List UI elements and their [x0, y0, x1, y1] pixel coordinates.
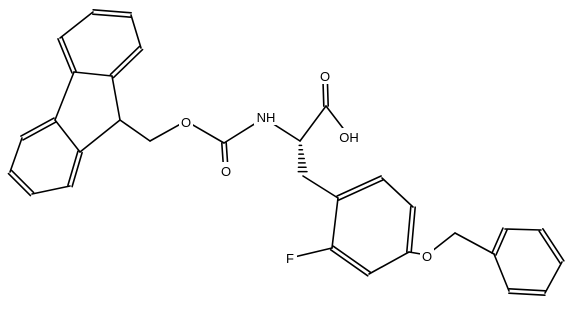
double-bond [508, 292, 546, 296]
double-bond [338, 179, 384, 201]
single-bond [331, 197, 339, 249]
single-bond [31, 185, 71, 195]
double-bond [332, 245, 372, 273]
atom-o-ether: O [420, 248, 434, 264]
single-bond [130, 14, 142, 49]
single-bond [381, 177, 414, 208]
double-bond [538, 230, 561, 265]
double-bond [71, 151, 83, 188]
double-bond [410, 206, 416, 253]
atom-o-carbonyl: O [219, 162, 233, 179]
double-bond [406, 206, 412, 253]
stereo-wedges [297, 144, 308, 173]
single-bond [73, 71, 113, 77]
atom-labels: O O NH OH O F O [179, 68, 434, 266]
double-bond [67, 150, 79, 187]
single-bond [544, 261, 563, 294]
double-bond [7, 172, 32, 197]
svg-text:O: O [221, 164, 231, 179]
atom-fluorine: F [284, 250, 297, 266]
double-bond [542, 227, 565, 262]
double-bond [22, 121, 57, 141]
double-bond [109, 45, 141, 76]
atom-o-ester: O [179, 114, 193, 130]
single-bond [119, 119, 151, 142]
single-bond [504, 228, 542, 231]
single-bond [111, 75, 121, 121]
single-bond [9, 137, 23, 173]
svg-text:O: O [181, 115, 191, 130]
svg-text:O: O [320, 69, 330, 84]
double-bond [61, 36, 77, 72]
double-bond [112, 48, 144, 79]
double-bond [57, 38, 73, 74]
single-bond [79, 119, 121, 153]
atom-o-acid: O [318, 68, 332, 84]
single-bond [54, 71, 75, 121]
double-bond [329, 249, 369, 277]
single-bond [368, 251, 410, 275]
double-bond [20, 117, 55, 137]
single-bond [54, 119, 81, 153]
double-bond [10, 169, 35, 194]
single-bond [454, 232, 495, 255]
double-bond [336, 175, 382, 197]
double-bond [92, 9, 132, 14]
svg-text:F: F [286, 251, 294, 266]
double-bond [491, 227, 504, 254]
atom-oh: OH [337, 128, 361, 145]
single-bond [299, 105, 327, 142]
svg-text:NH: NH [257, 110, 276, 125]
atom-nh: NH [254, 109, 278, 125]
single-bond [302, 175, 339, 199]
single-bond [493, 253, 510, 292]
svg-text:O: O [422, 249, 432, 264]
double-bond [495, 229, 508, 256]
double-bond [92, 13, 132, 18]
double-bond [508, 288, 546, 292]
single-bond [59, 11, 94, 39]
svg-text:OH: OH [339, 130, 359, 145]
